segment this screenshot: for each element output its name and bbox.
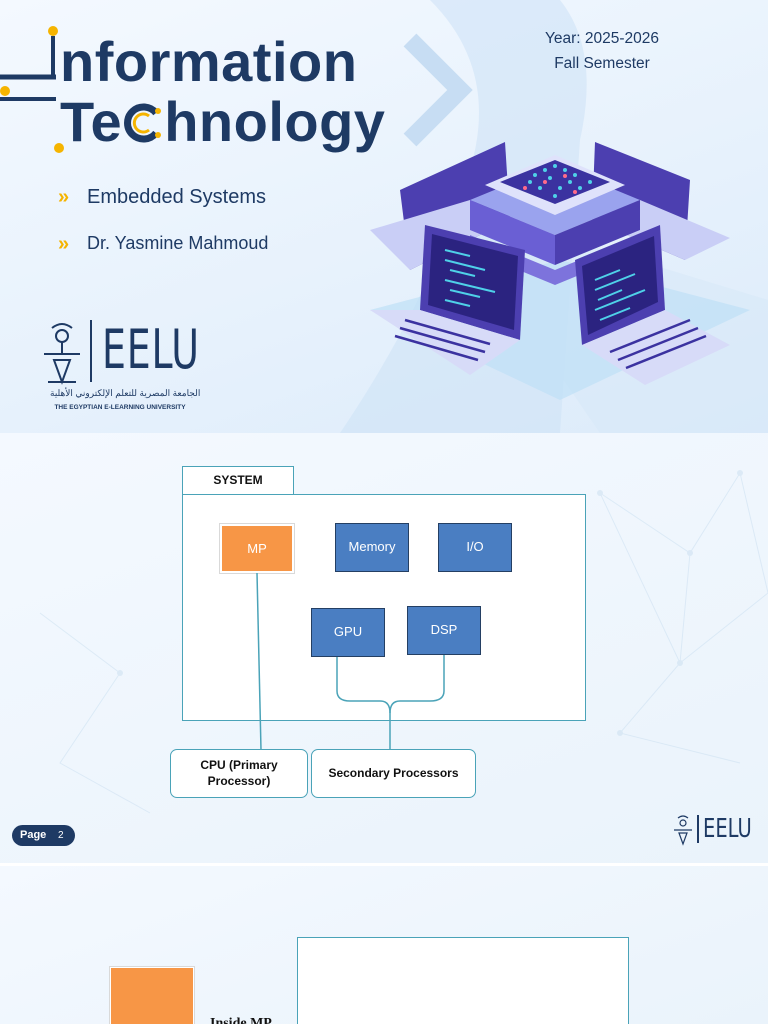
server-laptops-illustration [370,142,750,400]
cpu-callout: CPU (Primary Processor) [170,749,308,798]
gpu-block: GPU [311,608,385,657]
university-emblem-icon [44,323,80,385]
page-indicator: Page 2 [12,825,75,846]
double-chevron-icon: » [58,186,69,208]
inside-mp-box [297,937,629,1024]
secondary-processors-callout: Secondary Processors [311,749,476,798]
title-information: nformation [60,30,358,93]
system-diagram-slide: SYSTEM MP Memory I/O GPU DSP CPU (Primar… [0,433,768,863]
inside-mp-label: Inside MP [210,1016,272,1024]
semester-text: Fall Semester [554,55,650,72]
network-background [39,470,768,814]
memory-block: Memory [335,523,409,572]
io-block: I/O [438,523,512,572]
inside-mp-slide: Inside MP [0,866,768,1024]
mp-block: MP [220,524,294,573]
eelu-logo: EELU الجامعة المصرية للتعلم الإلكتروني ا… [40,318,201,418]
eelu-arabic-name: الجامعة المصرية للتعلم الإلكتروني الأهلي… [50,388,201,398]
mp-orange-square [110,967,194,1024]
university-emblem-icon [674,815,692,846]
eelu-logo-text: EELU [102,318,200,381]
double-chevron-icon: » [58,233,69,255]
system-label: SYSTEM [182,466,294,494]
instructor-name: Dr. Yasmine Mahmoud [87,233,269,253]
page-label: Page [20,829,47,841]
title-technology-part-a: Te [60,90,123,153]
dsp-block: DSP [407,606,481,655]
page-number: 2 [58,830,64,841]
course-name: Embedded Systems [87,186,266,208]
slide-separator [0,863,768,866]
year-text: Year: 2025-2026 [544,30,660,47]
circuit-decoration [0,26,64,153]
footer-logo-text: EELU [703,814,752,844]
title-technology-part-b: hnology [164,90,386,153]
eelu-english-name: THE EGYPTIAN E-LEARNING UNIVERSITY [54,404,186,411]
circuit-c-icon [122,98,164,143]
footer-eelu-logo: EELU [672,813,752,847]
